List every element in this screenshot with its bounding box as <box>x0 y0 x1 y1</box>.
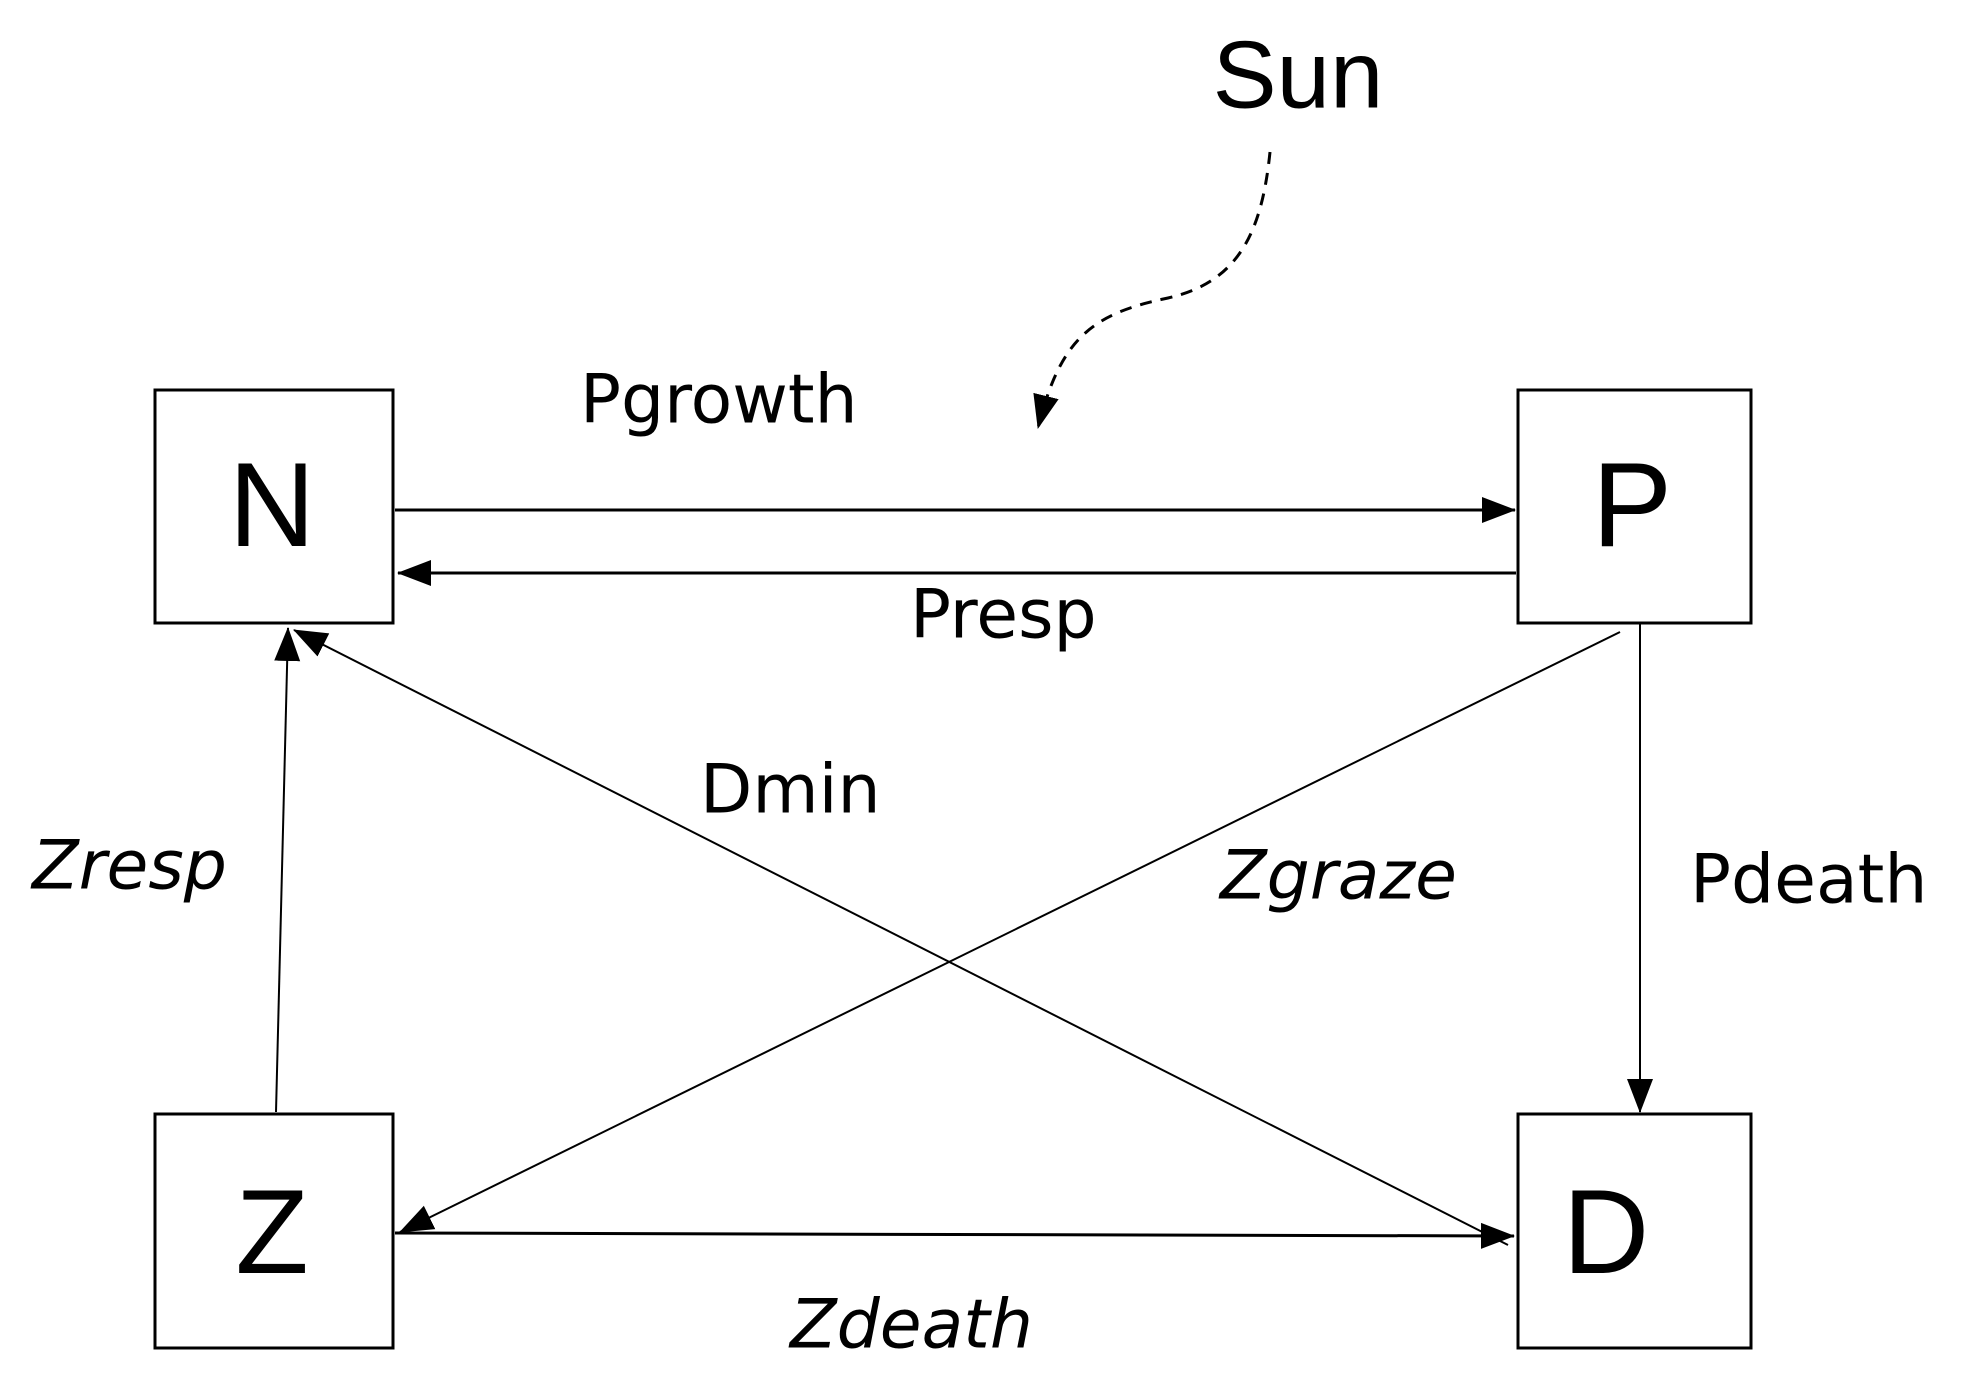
arrow-zdeath <box>394 1222 1515 1249</box>
box-z: Z <box>153 1112 395 1350</box>
label-pdeath: Pdeath <box>1690 841 1927 920</box>
box-n-label: N <box>229 438 316 572</box>
box-d: D <box>1516 1112 1753 1350</box>
box-p: P <box>1516 388 1753 625</box>
label-zresp: Zresp <box>30 827 227 906</box>
label-pgrowth: Pgrowth <box>580 361 858 440</box>
arrow-dmin <box>293 629 1509 1246</box>
label-zgraze: Zgraze <box>1218 837 1457 916</box>
box-n: N <box>153 388 395 625</box>
box-z-label: Z <box>235 1165 308 1299</box>
sun-label: Sun <box>1213 22 1384 129</box>
box-d-label: D <box>1563 1165 1650 1299</box>
box-p-label: P <box>1592 438 1672 572</box>
label-presp: Presp <box>910 576 1097 655</box>
arrow-zgraze <box>399 631 1621 1233</box>
sun-ray <box>1033 151 1272 429</box>
label-zdeath: Zdeath <box>788 1286 1033 1365</box>
label-dmin: Dmin <box>700 751 881 830</box>
arrow-zresp <box>274 627 301 1113</box>
